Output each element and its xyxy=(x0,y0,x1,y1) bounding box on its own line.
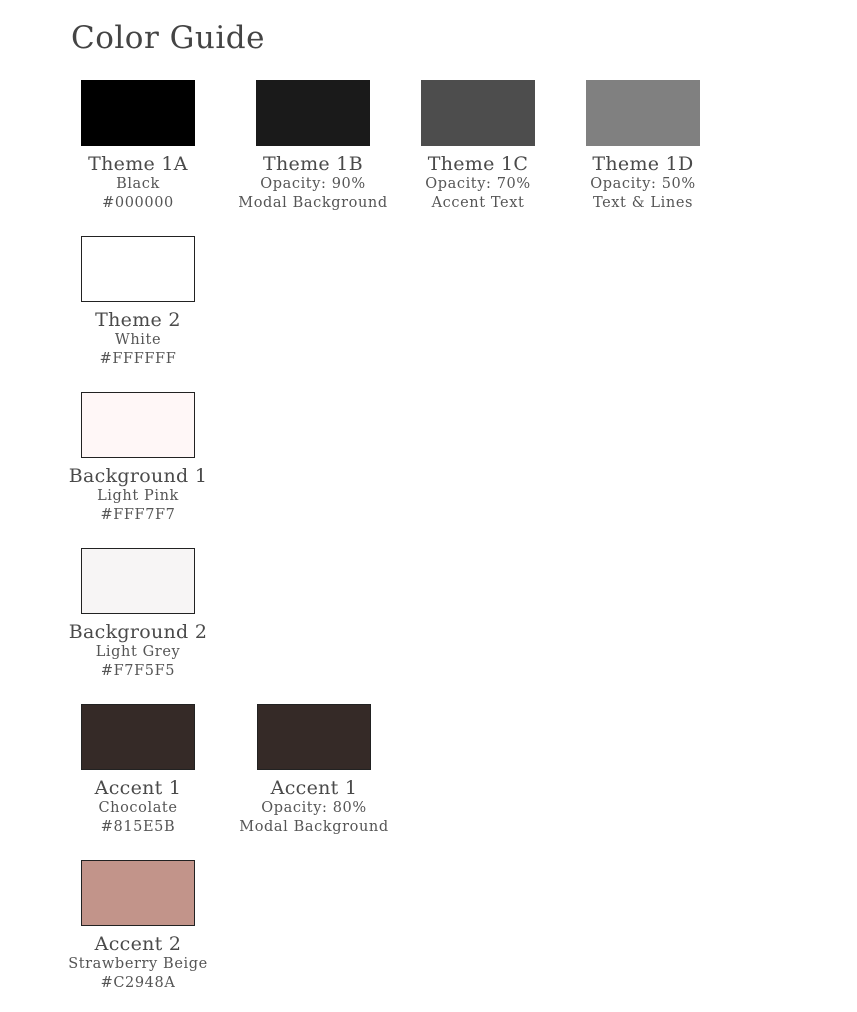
swatch-description: Opacity: 90% xyxy=(260,176,366,192)
swatch-theme-1c: Theme 1C Opacity: 70% Accent Text xyxy=(403,80,553,213)
swatch-background-1: Background 1 Light Pink #FFF7F7 xyxy=(63,392,213,525)
swatch-name: Theme 1C xyxy=(427,153,529,175)
color-sample xyxy=(257,704,371,770)
swatch-name: Background 1 xyxy=(68,465,208,487)
swatch-detail: #C2948A xyxy=(100,975,176,991)
color-sample xyxy=(421,80,535,146)
swatch-name: Theme 1A xyxy=(88,153,188,175)
swatch-detail: Text & Lines xyxy=(592,195,694,211)
swatch-description: Opacity: 50% xyxy=(590,176,696,192)
swatch-name: Theme 1B xyxy=(263,153,363,175)
swatch-name: Accent 2 xyxy=(94,933,182,955)
swatch-description: Light Grey xyxy=(95,644,181,660)
swatch-detail: #FFF7F7 xyxy=(100,507,176,523)
swatch-detail: Modal Background xyxy=(238,195,388,211)
swatch-name: Background 2 xyxy=(68,621,208,643)
swatch-detail: #FFFFFF xyxy=(99,351,177,367)
swatch-name: Accent 1 xyxy=(270,777,358,799)
swatch-description: Light Pink xyxy=(97,488,179,504)
swatch-theme-2: Theme 2 White #FFFFFF xyxy=(63,236,213,369)
swatch-accent-1-opacity: Accent 1 Opacity: 80% Modal Background xyxy=(239,704,389,837)
swatch-description: Opacity: 70% xyxy=(425,176,531,192)
color-sample xyxy=(81,80,195,146)
color-sample xyxy=(81,704,195,770)
swatch-background-2: Background 2 Light Grey #F7F5F5 xyxy=(63,548,213,681)
swatch-accent-1: Accent 1 Chocolate #815E5B xyxy=(63,704,213,837)
swatch-name: Theme 2 xyxy=(95,309,181,331)
swatch-theme-1d: Theme 1D Opacity: 50% Text & Lines xyxy=(568,80,718,213)
swatch-name: Theme 1D xyxy=(592,153,694,175)
swatch-description: Opacity: 80% xyxy=(261,800,367,816)
color-sample xyxy=(586,80,700,146)
color-sample xyxy=(81,860,195,926)
page-title: Color Guide xyxy=(71,20,265,56)
color-sample xyxy=(256,80,370,146)
swatch-detail: #F7F5F5 xyxy=(100,663,176,679)
swatch-detail: Modal Background xyxy=(239,819,389,835)
color-sample xyxy=(81,236,195,302)
swatch-detail: Accent Text xyxy=(431,195,525,211)
swatch-detail: #000000 xyxy=(102,195,174,211)
swatch-theme-1a: Theme 1A Black #000000 xyxy=(63,80,213,213)
swatch-description: Black xyxy=(116,176,160,192)
swatch-description: Strawberry Beige xyxy=(68,956,208,972)
swatch-description: Chocolate xyxy=(98,800,178,816)
swatch-description: White xyxy=(114,332,162,348)
swatch-detail: #815E5B xyxy=(100,819,176,835)
swatch-accent-2: Accent 2 Strawberry Beige #C2948A xyxy=(63,860,213,993)
color-sample xyxy=(81,548,195,614)
color-sample xyxy=(81,392,195,458)
swatch-theme-1b: Theme 1B Opacity: 90% Modal Background xyxy=(238,80,388,213)
swatch-name: Accent 1 xyxy=(94,777,182,799)
